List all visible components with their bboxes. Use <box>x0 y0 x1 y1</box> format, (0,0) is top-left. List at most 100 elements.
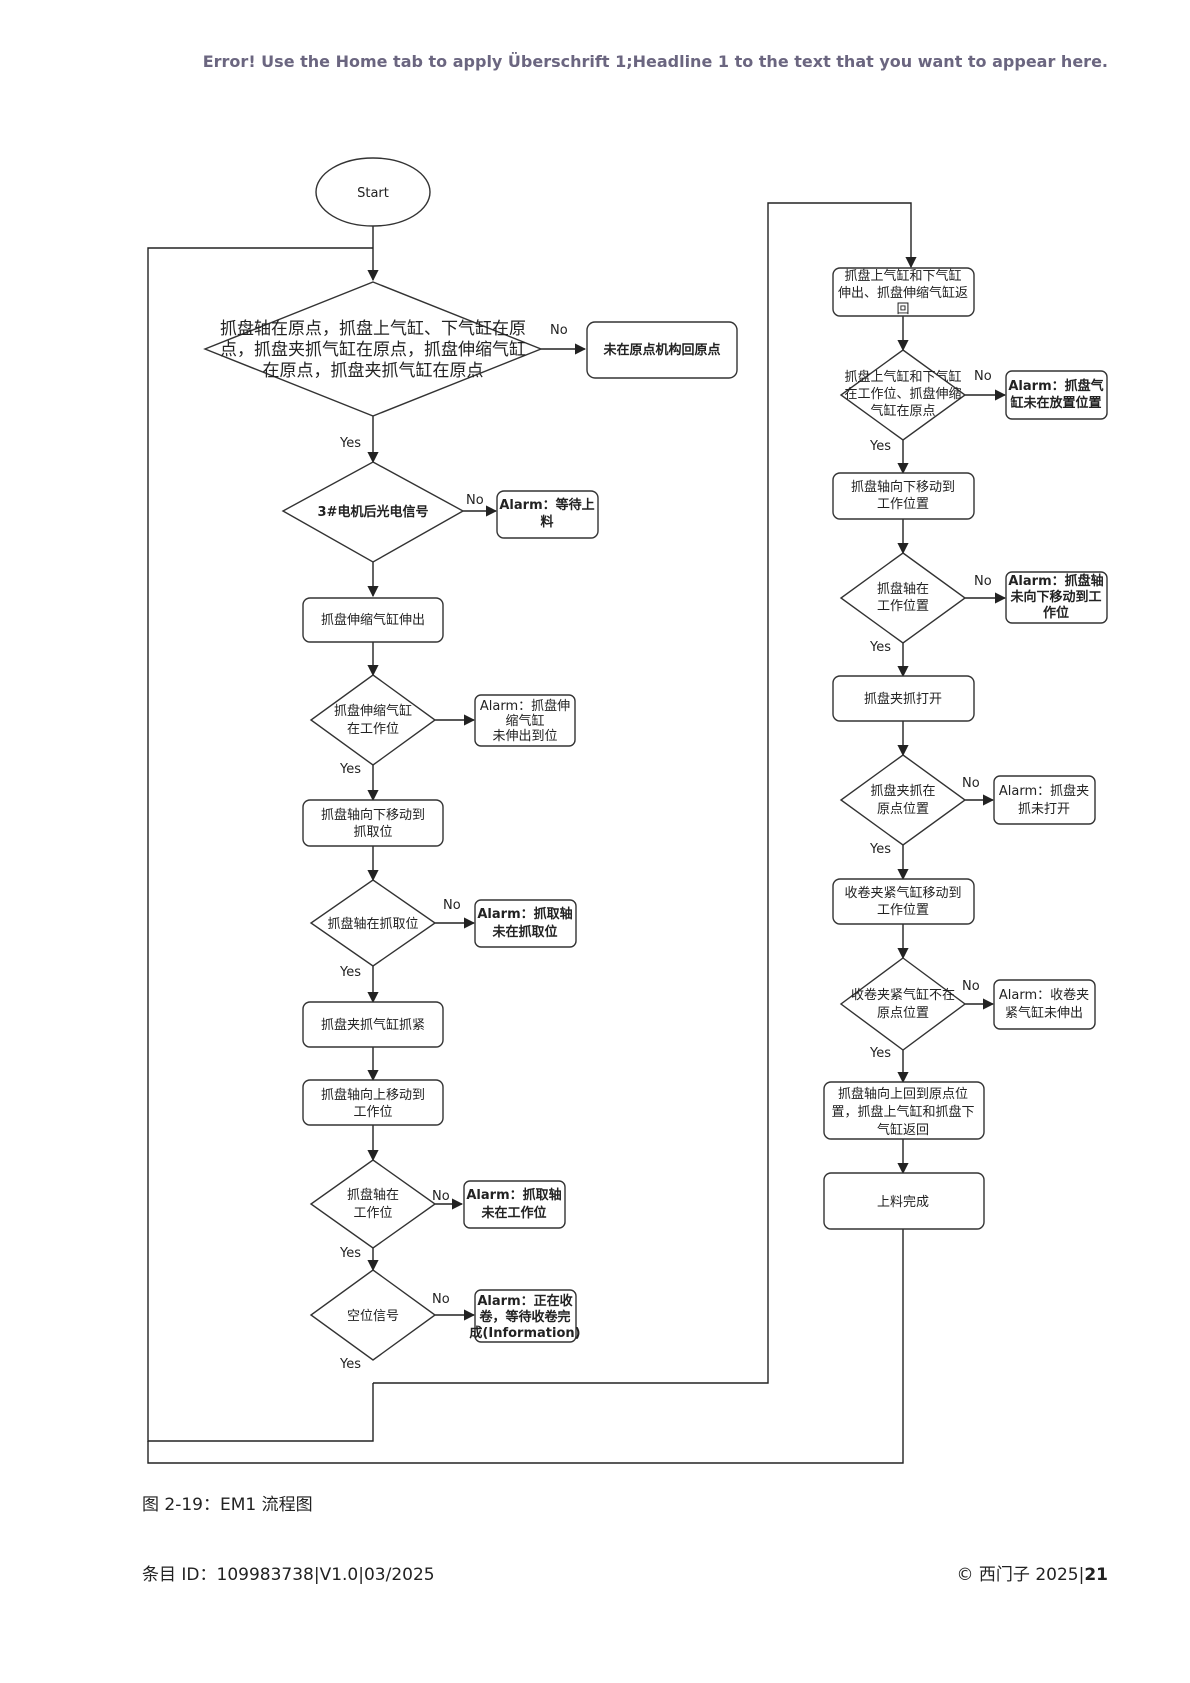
decision-winding-home-line1: 收卷夹紧气缸不在 <box>851 987 955 1003</box>
decision-cylinders-position-line1: 抓盘上气缸和下气缸 <box>844 369 961 385</box>
process-clamp: 抓盘夹抓气缸抓紧 <box>302 1001 444 1048</box>
alarm-winding: Alarm：正在收 卷，等待收卷完 成(Information) <box>469 1289 581 1343</box>
connectors <box>147 202 1007 1464</box>
process-move-down-work: 抓盘轴向下移动到 工作位置 <box>832 472 975 520</box>
label-no: No <box>974 574 992 589</box>
alarm-cylinders-position: Alarm：抓盘气 缸未在放置位置 <box>1005 370 1108 420</box>
alarm-cylinders-position-line1: Alarm：抓盘气 <box>1008 378 1103 394</box>
decision-axis-work: 抓盘轴在 工作位置 <box>839 552 967 644</box>
decision-clamp-home-line2: 原点位置 <box>877 802 929 817</box>
copyright: © 西门子 2025|21 <box>957 1560 1108 1585</box>
process-loading-complete: 上料完成 <box>823 1172 985 1230</box>
decision-photo-signal: 3#电机后光电信号 <box>281 461 465 563</box>
process-move-up-work-line2: 工作位 <box>353 1105 392 1120</box>
process-move-down-work-line2: 工作位置 <box>877 497 929 512</box>
alarm-winding-cylinder-line1: Alarm：收卷夹 <box>999 987 1089 1003</box>
alarm-axis-work-line2: 未向下移动到工 <box>1009 589 1101 605</box>
alarm-clamp-not-open-line2: 抓未打开 <box>1018 802 1070 817</box>
alarm-grab-position-line2: 未在抓取位 <box>491 924 557 940</box>
label-no: No <box>974 369 992 384</box>
label-no: No <box>432 1189 450 1204</box>
alarm-extend-cylinder-line2: 缩气缸 <box>505 713 544 729</box>
alarm-wait-material: Alarm：等待上 料 <box>496 490 599 539</box>
alarm-wait-material-line1: Alarm：等待上 <box>499 497 594 513</box>
decision-home-line3: 在原点，抓盘夹抓气缸在原点 <box>263 360 484 381</box>
page-header: Error! Use the Home tab to apply Übersch… <box>202 52 1108 71</box>
decision-winding-home: 收卷夹紧气缸不在 原点位置 <box>839 957 967 1051</box>
alarm-grab-position: Alarm：抓取轴 未在抓取位 <box>474 899 577 948</box>
decision-cylinders-position-line3: 气缸在原点 <box>870 403 935 419</box>
alarm-clamp-not-open-line1: Alarm：抓盘夹 <box>999 783 1089 799</box>
label-no: No <box>550 323 568 338</box>
process-cylinders-extend-return-line3: 回 <box>896 302 909 317</box>
process-move-down-grab: 抓盘轴向下移动到 抓取位 <box>302 799 444 847</box>
decision-extend-work: 抓盘伸缩气缸 在工作位 <box>309 674 437 766</box>
alarm-winding-line1: Alarm：正在收 <box>477 1293 573 1309</box>
start-label: Start <box>357 186 389 201</box>
label-no: No <box>443 898 461 913</box>
process-move-up-work: 抓盘轴向上移动到 工作位 <box>302 1079 444 1126</box>
process-winding-cylinder-line2: 工作位置 <box>877 903 929 918</box>
decision-cylinders-position: 抓盘上气缸和下气缸 在工作位、抓盘伸缩 气缸在原点 <box>839 349 967 441</box>
alarm-cylinders-position-line2: 缸未在放置位置 <box>1009 395 1101 411</box>
process-move-down-grab-line1: 抓盘轴向下移动到 <box>321 807 425 823</box>
alarm-work-position-line2: 未在工作位 <box>480 1205 546 1221</box>
alarm-grab-position-line1: Alarm：抓取轴 <box>477 906 572 922</box>
decision-axis-work-line1: 抓盘轴在 <box>877 581 929 597</box>
decision-home-line2: 点，抓盘夹抓气缸在原点，抓盘伸缩气缸 <box>220 339 526 360</box>
alarm-extend-cylinder-line3: 未伸出到位 <box>492 729 557 744</box>
decision-empty-signal-label: 空位信号 <box>347 1309 399 1324</box>
decision-work-position: 抓盘轴在 工作位 <box>309 1159 437 1249</box>
label-yes: Yes <box>869 1046 891 1061</box>
alarm-work-position: Alarm：抓取轴 未在工作位 <box>463 1180 566 1229</box>
decision-photo-signal-label: 3#电机后光电信号 <box>318 504 429 520</box>
decision-work-position-line2: 工作位 <box>353 1206 392 1221</box>
process-return-origin-line1: 抓盘轴向上回到原点位 <box>838 1086 968 1102</box>
alarm-axis-work-line3: 作位 <box>1043 605 1069 621</box>
alarm-winding-line2: 卷，等待收卷完 <box>479 1309 570 1325</box>
process-open-clamp-label: 抓盘夹抓打开 <box>864 691 942 707</box>
label-yes: Yes <box>869 439 891 454</box>
label-yes: Yes <box>339 1246 361 1261</box>
label-no: No <box>466 493 484 508</box>
decision-work-position-line1: 抓盘轴在 <box>347 1187 399 1203</box>
start-node: Start <box>315 157 431 227</box>
process-move-up-work-line1: 抓盘轴向上移动到 <box>321 1087 425 1103</box>
decision-empty-signal: 空位信号 <box>309 1269 437 1361</box>
decision-home-line1: 抓盘轴在原点，抓盘上气缸、下气缸在原 <box>220 318 526 339</box>
label-no: No <box>432 1292 450 1307</box>
process-return-home: 未在原点机构回原点 <box>586 321 738 379</box>
decision-clamp-home: 抓盘夹抓在 原点位置 <box>839 754 967 846</box>
decision-grab-position-label: 抓盘轴在抓取位 <box>327 916 418 932</box>
branch-labels: No Yes No Yes No Yes No Yes No Yes No Ye… <box>339 323 992 1372</box>
alarm-axis-work: Alarm：抓盘轴 未向下移动到工 作位 <box>1005 571 1108 624</box>
process-return-origin-line3: 气缸返回 <box>877 1122 929 1138</box>
decision-extend-work-line2: 在工作位 <box>347 722 399 737</box>
process-move-down-work-line1: 抓盘轴向下移动到 <box>851 479 955 495</box>
process-loading-complete-label: 上料完成 <box>877 1195 929 1210</box>
decision-winding-home-line2: 原点位置 <box>877 1006 929 1021</box>
copyright-text: © 西门子 2025| <box>956 1565 1085 1585</box>
alarm-winding-cylinder: Alarm：收卷夹 紧气缸未伸出 <box>993 979 1096 1030</box>
decision-extend-work-line1: 抓盘伸缩气缸 <box>334 703 412 719</box>
alarm-extend-cylinder: Alarm：抓盘伸 缩气缸 未伸出到位 <box>474 694 576 747</box>
alarm-winding-cylinder-line2: 紧气缸未伸出 <box>1005 1005 1083 1021</box>
process-return-origin-line2: 置，抓盘上气缸和抓盘下 <box>831 1104 974 1120</box>
process-return-home-label: 未在原点机构回原点 <box>602 342 720 358</box>
decision-clamp-home-line1: 抓盘夹抓在 <box>870 783 935 799</box>
alarm-winding-line3: 成(Information) <box>469 1325 580 1341</box>
process-cylinders-extend-return-line1: 抓盘上气缸和下气缸 <box>844 268 961 284</box>
alarm-clamp-not-open: Alarm：抓盘夹 抓未打开 <box>993 775 1096 825</box>
alarm-wait-material-line2: 料 <box>540 514 553 530</box>
label-yes: Yes <box>339 762 361 777</box>
decision-cylinders-position-line2: 在工作位、抓盘伸缩 <box>844 386 961 402</box>
process-clamp-label: 抓盘夹抓气缸抓紧 <box>321 1017 425 1033</box>
label-yes: Yes <box>339 965 361 980</box>
label-no: No <box>962 979 980 994</box>
label-yes: Yes <box>869 640 891 655</box>
alarm-axis-work-line1: Alarm：抓盘轴 <box>1008 573 1103 589</box>
alarm-extend-cylinder-line1: Alarm：抓盘伸 <box>480 698 570 714</box>
document-id: 条目 ID：109983738|V1.0|03/2025 <box>142 1565 435 1585</box>
process-winding-cylinder-line1: 收卷夹紧气缸移动到 <box>844 885 961 901</box>
process-move-down-grab-line2: 抓取位 <box>353 825 392 840</box>
